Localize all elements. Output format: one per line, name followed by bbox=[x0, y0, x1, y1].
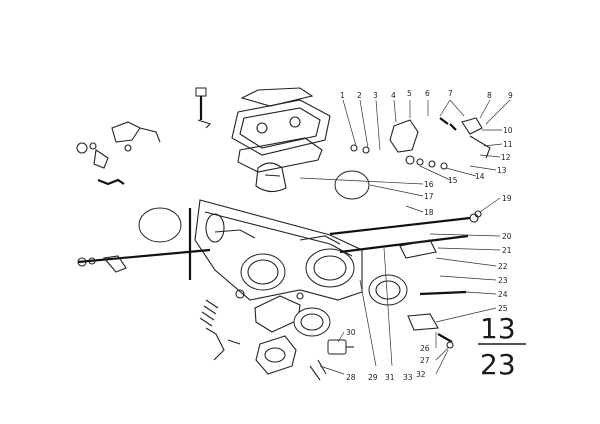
diaphragm-covers bbox=[138, 170, 370, 243]
page-number-bottom: 23 bbox=[480, 348, 516, 381]
callout-9: 9 bbox=[508, 91, 513, 100]
right-upper-cluster bbox=[350, 117, 491, 170]
callout-25: 25 bbox=[498, 304, 508, 313]
left-throttle-shaft bbox=[77, 208, 211, 280]
callout-16: 16 bbox=[424, 180, 434, 189]
callout-17: 17 bbox=[424, 192, 434, 201]
callout-27: 27 bbox=[420, 356, 430, 365]
right-throttle-shaft bbox=[329, 210, 482, 306]
callout-4: 4 bbox=[391, 91, 396, 100]
callout-13: 13 bbox=[497, 166, 507, 175]
callout-21: 21 bbox=[502, 246, 512, 255]
callout-24: 24 bbox=[498, 290, 508, 299]
callout-19: 19 bbox=[502, 194, 512, 203]
callout-32: 32 bbox=[416, 370, 426, 379]
callout-3: 3 bbox=[373, 91, 378, 100]
accelerator-pump bbox=[199, 295, 331, 375]
callout-22: 22 bbox=[498, 262, 508, 271]
float-assembly bbox=[255, 162, 287, 193]
callout-7: 7 bbox=[448, 89, 453, 98]
callout-20: 20 bbox=[502, 232, 512, 241]
carburetor-top-cover bbox=[231, 87, 331, 173]
top-bolt bbox=[195, 87, 212, 129]
callout-26: 26 bbox=[420, 344, 430, 353]
callout-10: 10 bbox=[503, 126, 513, 135]
callout-8: 8 bbox=[487, 91, 492, 100]
carburetor-body bbox=[194, 199, 363, 301]
mixture-screw-assembly bbox=[407, 290, 467, 349]
solenoid-valve bbox=[309, 339, 354, 381]
callout-15: 15 bbox=[448, 176, 458, 185]
callout-18: 18 bbox=[424, 208, 434, 217]
callout-5: 5 bbox=[407, 89, 412, 98]
left-linkage-cluster bbox=[76, 121, 161, 186]
page-number-top: 13 bbox=[480, 312, 516, 345]
callout-6: 6 bbox=[425, 89, 430, 98]
callout-1: 1 bbox=[340, 91, 345, 100]
callout-28: 28 bbox=[346, 373, 356, 382]
callout-11: 11 bbox=[503, 140, 513, 149]
callout-30: 30 bbox=[346, 328, 356, 337]
leader-lines bbox=[299, 99, 511, 375]
callout-33: 33 bbox=[403, 373, 413, 382]
callout-23: 23 bbox=[498, 276, 508, 285]
callout-2: 2 bbox=[357, 91, 362, 100]
callout-29: 29 bbox=[368, 373, 378, 382]
callout-31: 31 bbox=[385, 373, 395, 382]
callout-labels: 1 2 3 4 5 6 7 8 9 10 11 12 13 14 15 16 1… bbox=[340, 89, 513, 382]
page-number: 13 23 bbox=[478, 312, 526, 381]
callout-14: 14 bbox=[475, 172, 485, 181]
callout-12: 12 bbox=[501, 153, 511, 162]
